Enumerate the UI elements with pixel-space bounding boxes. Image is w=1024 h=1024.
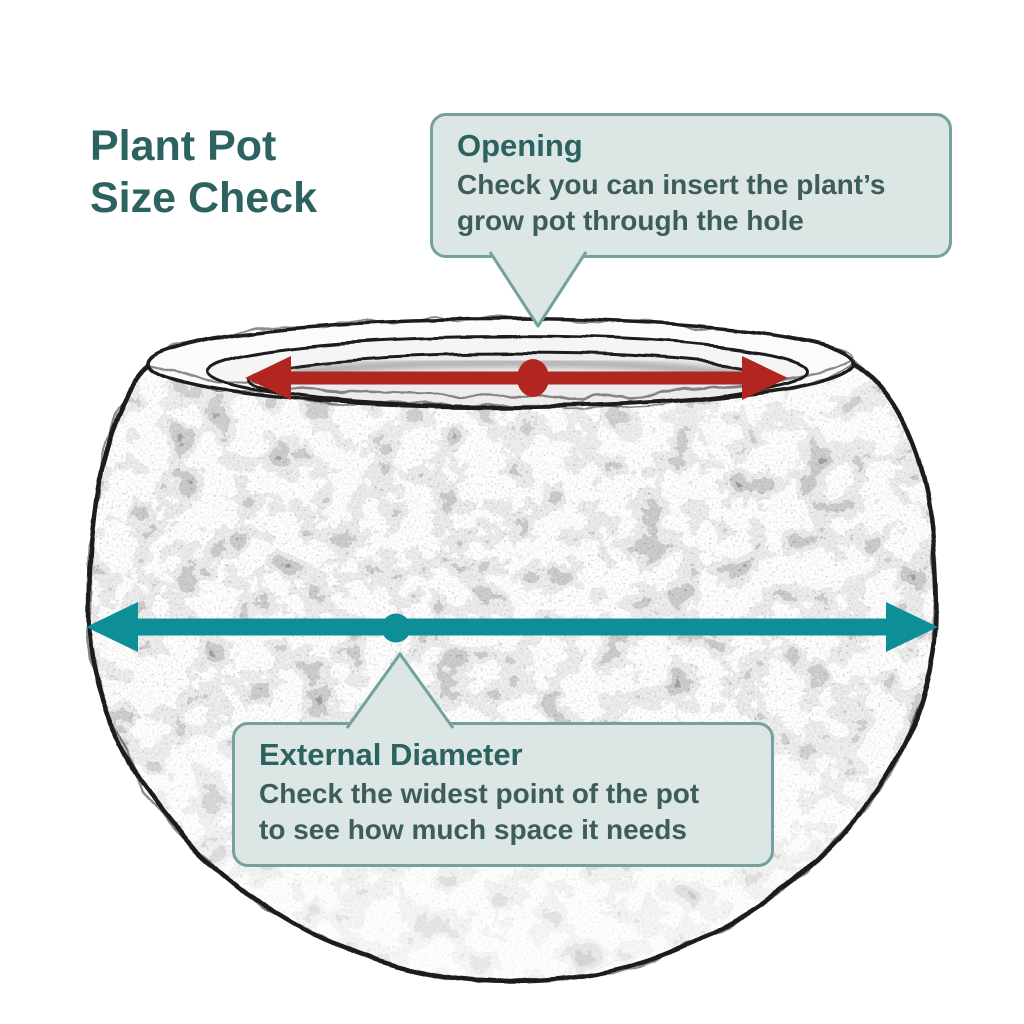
callout-external-diameter-body: Check the widest point of the pot to see… (259, 778, 700, 845)
page-title-line1: Plant Pot (90, 122, 277, 170)
opening-diameter-marker (245, 356, 788, 400)
external-diameter-marker (86, 602, 938, 652)
callout-opening: Opening Check you can insert the plant’s… (430, 113, 952, 328)
opening-midpoint-dot (517, 359, 549, 397)
callout-external-diameter-title: External Diameter (259, 737, 523, 772)
opening-diameter-arrow (245, 356, 788, 400)
callout-opening-title: Opening (457, 128, 583, 163)
pot-sketch-overline (86, 318, 939, 984)
external-midpoint-dot (381, 613, 411, 643)
page-title-line2: Size Check (90, 174, 318, 223)
callout-opening-pointer (488, 250, 588, 328)
callout-opening-body: Check you can insert the plant’s grow po… (457, 169, 886, 236)
pot-texture (88, 363, 937, 982)
callout-external-diameter-pointer (345, 652, 455, 729)
callout-external-diameter: External Diameter Check the widest point… (232, 652, 774, 867)
external-diameter-arrow (86, 602, 938, 652)
page-title: Plant Pot Size Check (90, 120, 317, 225)
